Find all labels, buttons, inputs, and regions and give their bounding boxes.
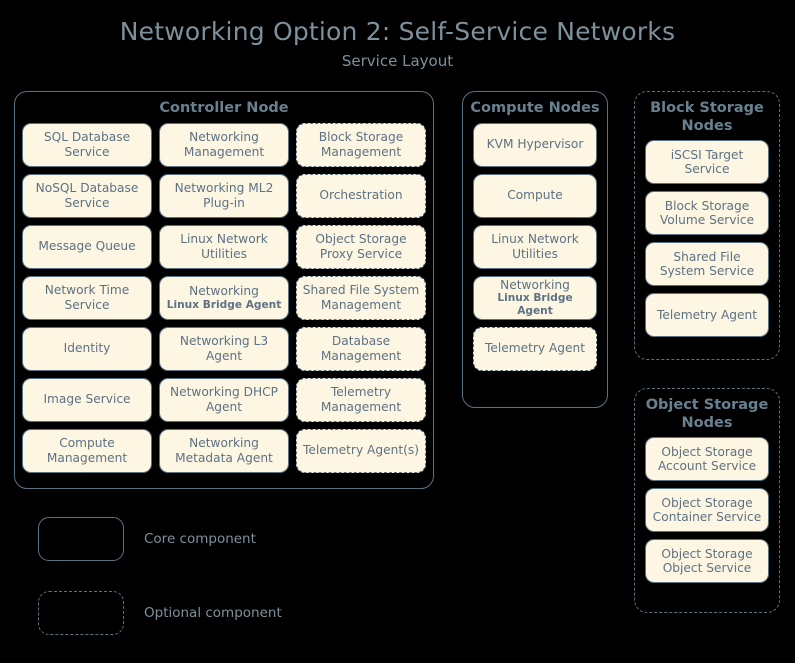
service-box-label: iSCSI Target Service: [670, 147, 744, 177]
service-box: Compute: [473, 173, 597, 218]
legend: Core component Optional component: [38, 515, 368, 663]
service-box-label: Telemetry Management: [320, 384, 402, 414]
service-box: Object Storage Proxy Service: [296, 224, 426, 269]
service-box-label: KVM Hypervisor: [486, 137, 584, 152]
service-box-label: Networking Management: [183, 129, 265, 159]
legend-swatch-optional: [38, 591, 124, 635]
service-box-label: Telemetry Agent: [484, 341, 586, 356]
service-box-label: Networking Metadata Agent: [175, 435, 273, 465]
service-box: Compute Management: [22, 428, 152, 473]
service-box: Shared File System Service: [645, 242, 769, 287]
group-object-storage-nodes: Object Storage Nodes Object Storage Acco…: [634, 388, 780, 613]
service-box: Telemetry Agent: [473, 326, 597, 371]
service-box: KVM Hypervisor: [473, 122, 597, 167]
service-box-sublabel: Linux Bridge Agent: [166, 298, 282, 311]
service-box-label: Database Management: [320, 333, 402, 363]
service-box: Networking DHCP Agent: [159, 377, 289, 422]
service-box: Networking L3 Agent: [159, 326, 289, 371]
group-compute-nodes-title: Compute Nodes: [470, 100, 600, 116]
service-box-label: Block Storage Management: [318, 129, 404, 159]
service-box: iSCSI Target Service: [645, 140, 769, 185]
service-box: Identity: [22, 326, 152, 371]
service-box-label: Network Time Service: [44, 282, 130, 312]
legend-row-core: Core component: [38, 515, 368, 563]
service-box: Object Storage Account Service: [645, 437, 769, 482]
service-box: Network Time Service: [22, 275, 152, 320]
service-box: Networking Management: [159, 122, 289, 167]
service-box-label: Object Storage Proxy Service: [315, 231, 407, 261]
page-title: Networking Option 2: Self-Service Networ…: [119, 17, 676, 46]
legend-row-optional: Optional component: [38, 589, 368, 637]
service-box-label: Networking: [500, 277, 570, 292]
service-box: Block Storage Management: [296, 122, 426, 167]
service-box: Linux Network Utilities: [473, 224, 597, 269]
service-box: Message Queue: [22, 224, 152, 269]
service-box: Image Service: [22, 377, 152, 422]
service-box-label: Object Storage Container Service: [652, 495, 762, 525]
service-box-label: Object Storage Account Service: [657, 444, 757, 474]
service-box-label: Networking DHCP Agent: [169, 384, 278, 414]
service-box-label: Telemetry Agent: [656, 307, 758, 322]
service-box-label: Block Storage Volume Service: [659, 198, 755, 228]
service-box: Telemetry Management: [296, 377, 426, 422]
title-block: Networking Option 2: Self-Service Networ…: [0, 0, 795, 69]
group-block-storage-nodes: Block Storage Nodes iSCSI Target Service…: [634, 91, 780, 360]
legend-label-optional: Optional component: [144, 605, 282, 621]
page-subtitle: Service Layout: [341, 51, 454, 70]
service-box-label: Networking L3 Agent: [179, 333, 269, 363]
service-box-label: Identity: [63, 341, 111, 356]
service-box-sublabel: Linux Bridge Agent: [497, 292, 573, 318]
service-box-label: Image Service: [43, 392, 131, 407]
service-box-label: Orchestration: [319, 188, 403, 203]
service-box: Database Management: [296, 326, 426, 371]
legend-swatch-core: [38, 517, 124, 561]
service-box: Block Storage Volume Service: [645, 191, 769, 236]
group-controller-node-title: Controller Node: [159, 100, 289, 116]
service-box-label: Linux Network Utilities: [491, 231, 579, 261]
service-box-label: Object Storage Object Service: [661, 546, 753, 576]
service-box-label: Compute Management: [46, 435, 128, 465]
service-box: Object Storage Object Service: [645, 539, 769, 584]
service-box: Shared File System Management: [296, 275, 426, 320]
service-box-label: NoSQL Database Service: [35, 180, 139, 210]
service-box-label: SQL Database Service: [43, 129, 131, 159]
service-box-label: Shared File System Management: [302, 282, 420, 312]
service-box: Orchestration: [296, 173, 426, 218]
legend-label-core: Core component: [144, 531, 256, 547]
service-box: Networking ML2 Plug-in: [159, 173, 289, 218]
service-box-label: Linux Network Utilities: [180, 231, 268, 261]
service-box-label: Networking ML2 Plug-in: [174, 180, 274, 210]
service-box-label: Networking: [189, 283, 259, 298]
service-box: NoSQL Database Service: [22, 173, 152, 218]
group-block-storage-nodes-title: Block Storage Nodes: [650, 100, 764, 134]
group-object-storage-nodes-title: Object Storage Nodes: [645, 397, 769, 431]
service-box-label: Message Queue: [38, 239, 136, 254]
service-box-label: Compute: [507, 188, 563, 203]
service-box: Telemetry Agent: [645, 293, 769, 338]
service-box: SQL Database Service: [22, 122, 152, 167]
service-box: Object Storage Container Service: [645, 488, 769, 533]
service-box-label: Telemetry Agent(s): [303, 443, 419, 458]
service-box: Networking Metadata Agent: [159, 428, 289, 473]
service-box: Linux Network Utilities: [159, 224, 289, 269]
service-box-label: Shared File System Service: [659, 249, 755, 279]
service-box: Telemetry Agent(s): [296, 428, 426, 473]
